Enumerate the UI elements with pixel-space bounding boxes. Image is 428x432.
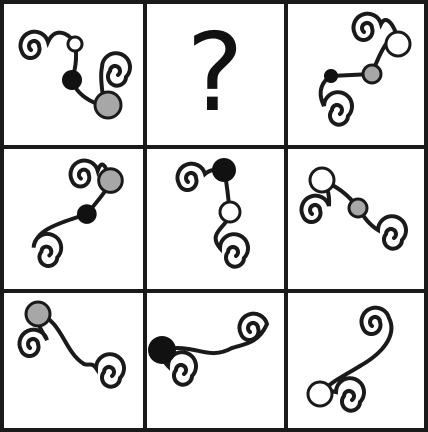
gray-dot — [363, 65, 381, 83]
black-dot — [324, 69, 338, 83]
spiral-figure — [286, 4, 426, 144]
cell-r3c3[interactable] — [286, 292, 426, 430]
spiral — [34, 214, 87, 266]
gray-dot — [349, 199, 367, 217]
spiral — [84, 354, 124, 386]
spiral-figure — [4, 148, 144, 290]
black-dot — [62, 70, 82, 90]
spiral-figure — [286, 148, 426, 290]
grid-border-left — [0, 0, 4, 432]
cell-r3c2[interactable] — [146, 292, 284, 430]
gray-dot — [99, 169, 123, 193]
white-dot — [68, 37, 82, 51]
cell-r1c1[interactable] — [4, 4, 144, 144]
cell-r2c1[interactable] — [4, 148, 144, 290]
grid-line-horizontal-2 — [0, 289, 428, 293]
grid-line-vertical-2 — [284, 0, 288, 432]
gray-dot — [26, 302, 50, 326]
black-dot — [212, 158, 236, 182]
white-dot — [310, 168, 334, 192]
grid-line-horizontal-1 — [0, 145, 428, 149]
black-dot — [77, 204, 97, 224]
spiral-figure — [286, 292, 426, 430]
grid-border-bottom — [0, 428, 428, 432]
spiral — [321, 76, 352, 125]
cell-r1c2-missing[interactable]: ? — [146, 4, 284, 144]
spiral-figure — [4, 4, 144, 144]
grid-line-vertical-1 — [143, 0, 147, 432]
spiral-figure — [146, 292, 284, 430]
grid-border-right — [424, 0, 428, 432]
cell-r2c2[interactable] — [146, 148, 284, 290]
cell-r1c3[interactable] — [286, 4, 426, 144]
cell-r2c3[interactable] — [286, 148, 426, 290]
cell-r3c1[interactable] — [4, 292, 144, 430]
grid-border-top — [0, 0, 428, 4]
spiral — [360, 308, 391, 366]
white-dot — [386, 32, 410, 56]
white-dot — [308, 382, 332, 406]
gray-dot — [95, 92, 121, 118]
black-dot — [148, 336, 176, 364]
spiral-figure — [4, 292, 144, 430]
spiral-figure — [146, 148, 284, 290]
question-mark: ? — [146, 4, 284, 144]
spiral — [232, 314, 267, 348]
white-dot — [220, 202, 240, 222]
